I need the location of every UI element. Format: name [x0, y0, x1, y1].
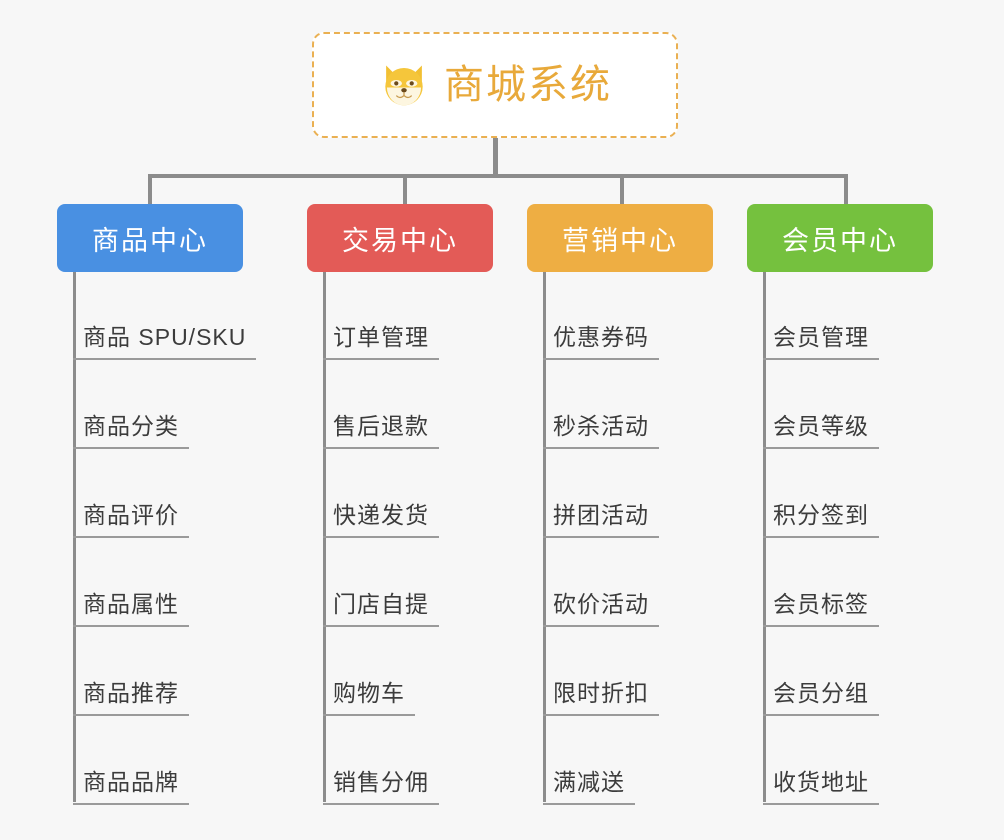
- connector-drop-marketing-center: [620, 174, 624, 208]
- leaf-item[interactable]: 销售分佣: [323, 745, 439, 805]
- leaf-label: 满减送: [543, 771, 635, 805]
- leaf-item[interactable]: 秒杀活动: [543, 389, 659, 449]
- leaf-label: 收货地址: [763, 771, 879, 805]
- leaf-item[interactable]: 积分签到: [763, 478, 879, 538]
- leaf-item[interactable]: 拼团活动: [543, 478, 659, 538]
- leaf-item[interactable]: 会员标签: [763, 567, 879, 627]
- leaf-label: 商品品牌: [73, 771, 189, 805]
- leaf-label: 订单管理: [323, 326, 439, 360]
- leaf-label: 会员分组: [763, 682, 879, 716]
- dog-face-emoji: [378, 59, 430, 111]
- connector-drop-product-center: [148, 174, 152, 208]
- leaf-item[interactable]: 会员等级: [763, 389, 879, 449]
- leaf-item[interactable]: 收货地址: [763, 745, 879, 805]
- column-header-marketing-center[interactable]: 营销中心: [527, 204, 713, 272]
- leaf-item[interactable]: 满减送: [543, 745, 635, 805]
- leaf-item[interactable]: 限时折扣: [543, 656, 659, 716]
- leaf-label: 会员管理: [763, 326, 879, 360]
- leaf-item[interactable]: 会员管理: [763, 300, 879, 360]
- leaf-item[interactable]: 快递发货: [323, 478, 439, 538]
- leaf-label: 拼团活动: [543, 504, 659, 538]
- column-header-member-center[interactable]: 会员中心: [747, 204, 933, 272]
- leaf-label: 商品推荐: [73, 682, 189, 716]
- leaf-item[interactable]: 商品分类: [73, 389, 189, 449]
- column-header-product-center[interactable]: 商品中心: [57, 204, 243, 272]
- leaf-item[interactable]: 门店自提: [323, 567, 439, 627]
- leaf-label: 销售分佣: [323, 771, 439, 805]
- leaf-label: 积分签到: [763, 504, 879, 538]
- leaf-item[interactable]: 商品 SPU/SKU: [73, 300, 257, 360]
- leaf-item[interactable]: 会员分组: [763, 656, 879, 716]
- leaf-item[interactable]: 商品属性: [73, 567, 189, 627]
- leaf-label: 秒杀活动: [543, 415, 659, 449]
- leaf-label: 快递发货: [323, 504, 439, 538]
- leaf-label: 门店自提: [323, 593, 439, 627]
- leaf-label: 优惠券码: [543, 326, 659, 360]
- leaf-label: 砍价活动: [543, 593, 659, 627]
- leaf-label: 商品 SPU/SKU: [73, 326, 257, 360]
- leaf-item[interactable]: 砍价活动: [543, 567, 659, 627]
- leaf-item[interactable]: 商品评价: [73, 478, 189, 538]
- leaf-label: 会员标签: [763, 593, 879, 627]
- leaf-item[interactable]: 商品推荐: [73, 656, 189, 716]
- leaf-label: 售后退款: [323, 415, 439, 449]
- leaf-label: 商品评价: [73, 504, 189, 538]
- leaf-item[interactable]: 订单管理: [323, 300, 439, 360]
- root-node[interactable]: 商城系统: [312, 32, 678, 138]
- connector-drop-member-center: [844, 174, 848, 208]
- connector-drop-transaction-center: [403, 174, 407, 208]
- leaf-label: 限时折扣: [543, 682, 659, 716]
- leaf-label: 购物车: [323, 682, 415, 716]
- connector-horizontal-bus: [148, 174, 848, 178]
- leaf-item[interactable]: 商品品牌: [73, 745, 189, 805]
- leaf-label: 商品分类: [73, 415, 189, 449]
- root-title: 商城系统: [444, 63, 612, 107]
- leaf-item[interactable]: 购物车: [323, 656, 415, 716]
- leaf-item[interactable]: 售后退款: [323, 389, 439, 449]
- leaf-label: 商品属性: [73, 593, 189, 627]
- connector-root-stem: [493, 138, 498, 178]
- column-header-transaction-center[interactable]: 交易中心: [307, 204, 493, 272]
- leaf-label: 会员等级: [763, 415, 879, 449]
- leaf-item[interactable]: 优惠券码: [543, 300, 659, 360]
